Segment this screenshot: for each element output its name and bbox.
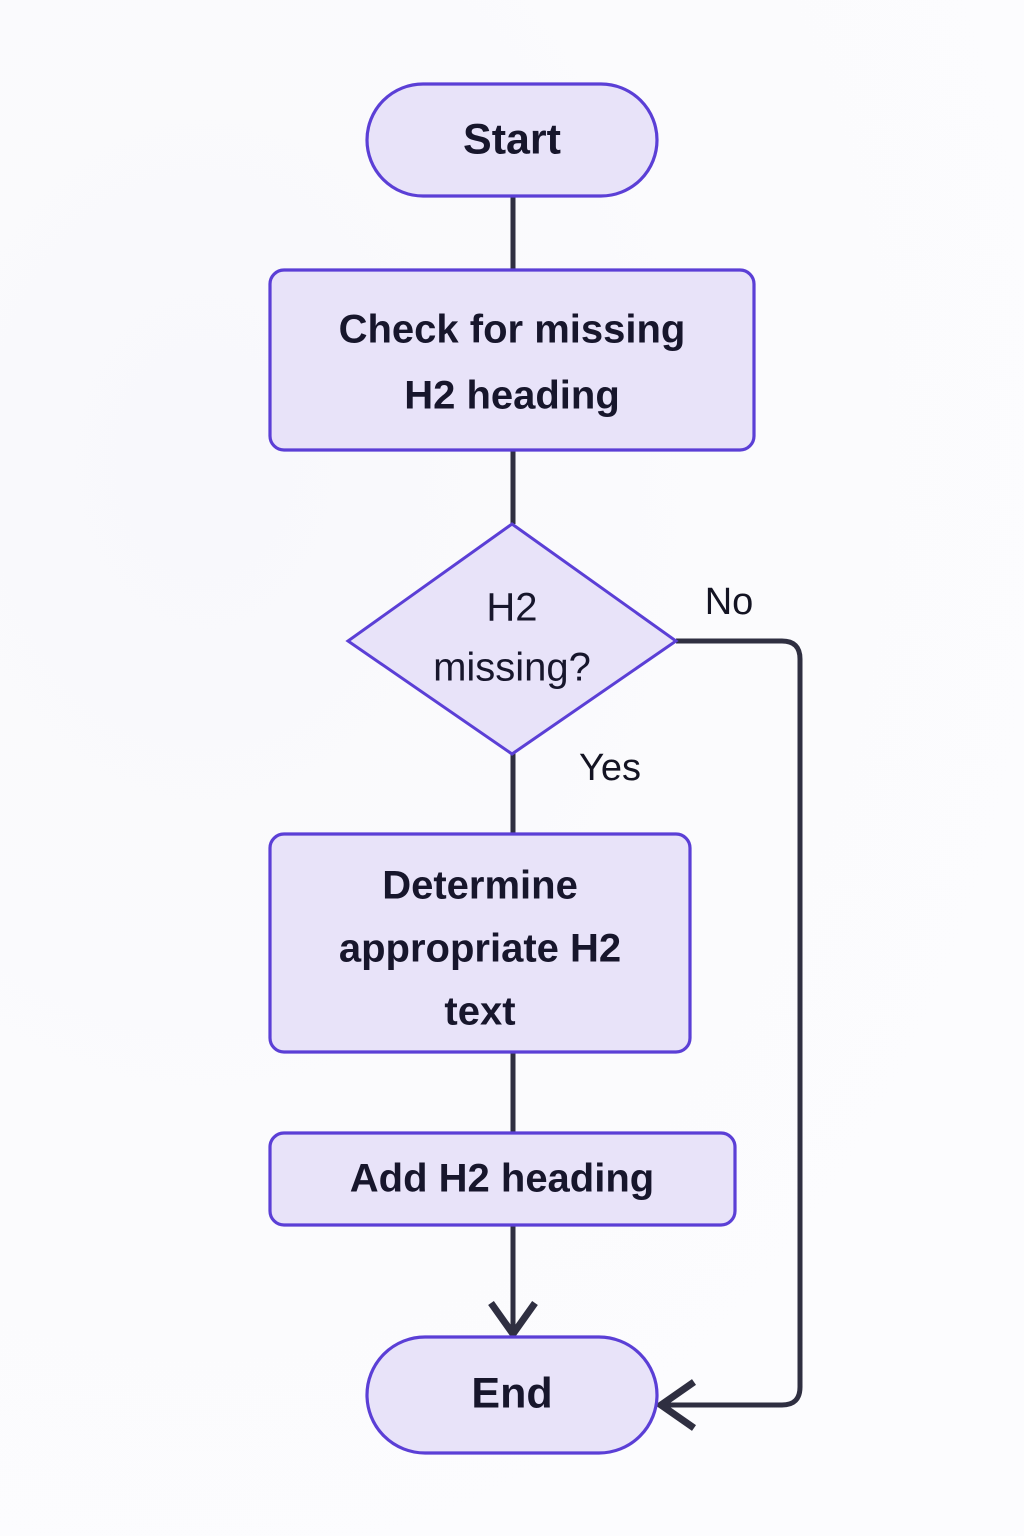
node-decision-label-line1: H2: [486, 586, 537, 630]
node-check-label-line1: Check for missing: [339, 308, 686, 352]
node-end[interactable]: End: [365, 1335, 659, 1455]
node-decision-shape: [345, 522, 679, 756]
node-start[interactable]: Start: [365, 82, 659, 198]
node-check[interactable]: Check for missing H2 heading: [268, 268, 756, 452]
node-start-shape: [365, 82, 659, 198]
arrowhead-add-to-end: [488, 1300, 538, 1341]
edge-decision-to-end-no: [661, 638, 803, 1408]
node-add-shape: [268, 1131, 737, 1227]
edge-label-no: No: [705, 581, 754, 623]
node-check-shape: [268, 268, 756, 452]
node-determine[interactable]: Determine appropriate H2 text: [268, 832, 692, 1054]
node-end-shape: [365, 1335, 659, 1455]
node-check-label-line2: H2 heading: [404, 374, 620, 418]
edge-label-yes: Yes: [579, 747, 641, 789]
node-decision-label-line2: missing?: [433, 646, 591, 690]
node-end-label: End: [471, 1369, 552, 1417]
node-determine-label-line3: text: [444, 990, 515, 1034]
node-start-label: Start: [463, 115, 561, 163]
node-add[interactable]: Add H2 heading: [268, 1131, 737, 1227]
node-decision[interactable]: H2 missing?: [345, 522, 679, 756]
node-add-label: Add H2 heading: [350, 1157, 654, 1201]
node-determine-shape: [268, 832, 692, 1054]
arrowhead-no-to-end: [654, 1379, 697, 1431]
node-determine-label-line1: Determine: [382, 864, 578, 908]
node-determine-label-line2: appropriate H2: [339, 927, 621, 971]
